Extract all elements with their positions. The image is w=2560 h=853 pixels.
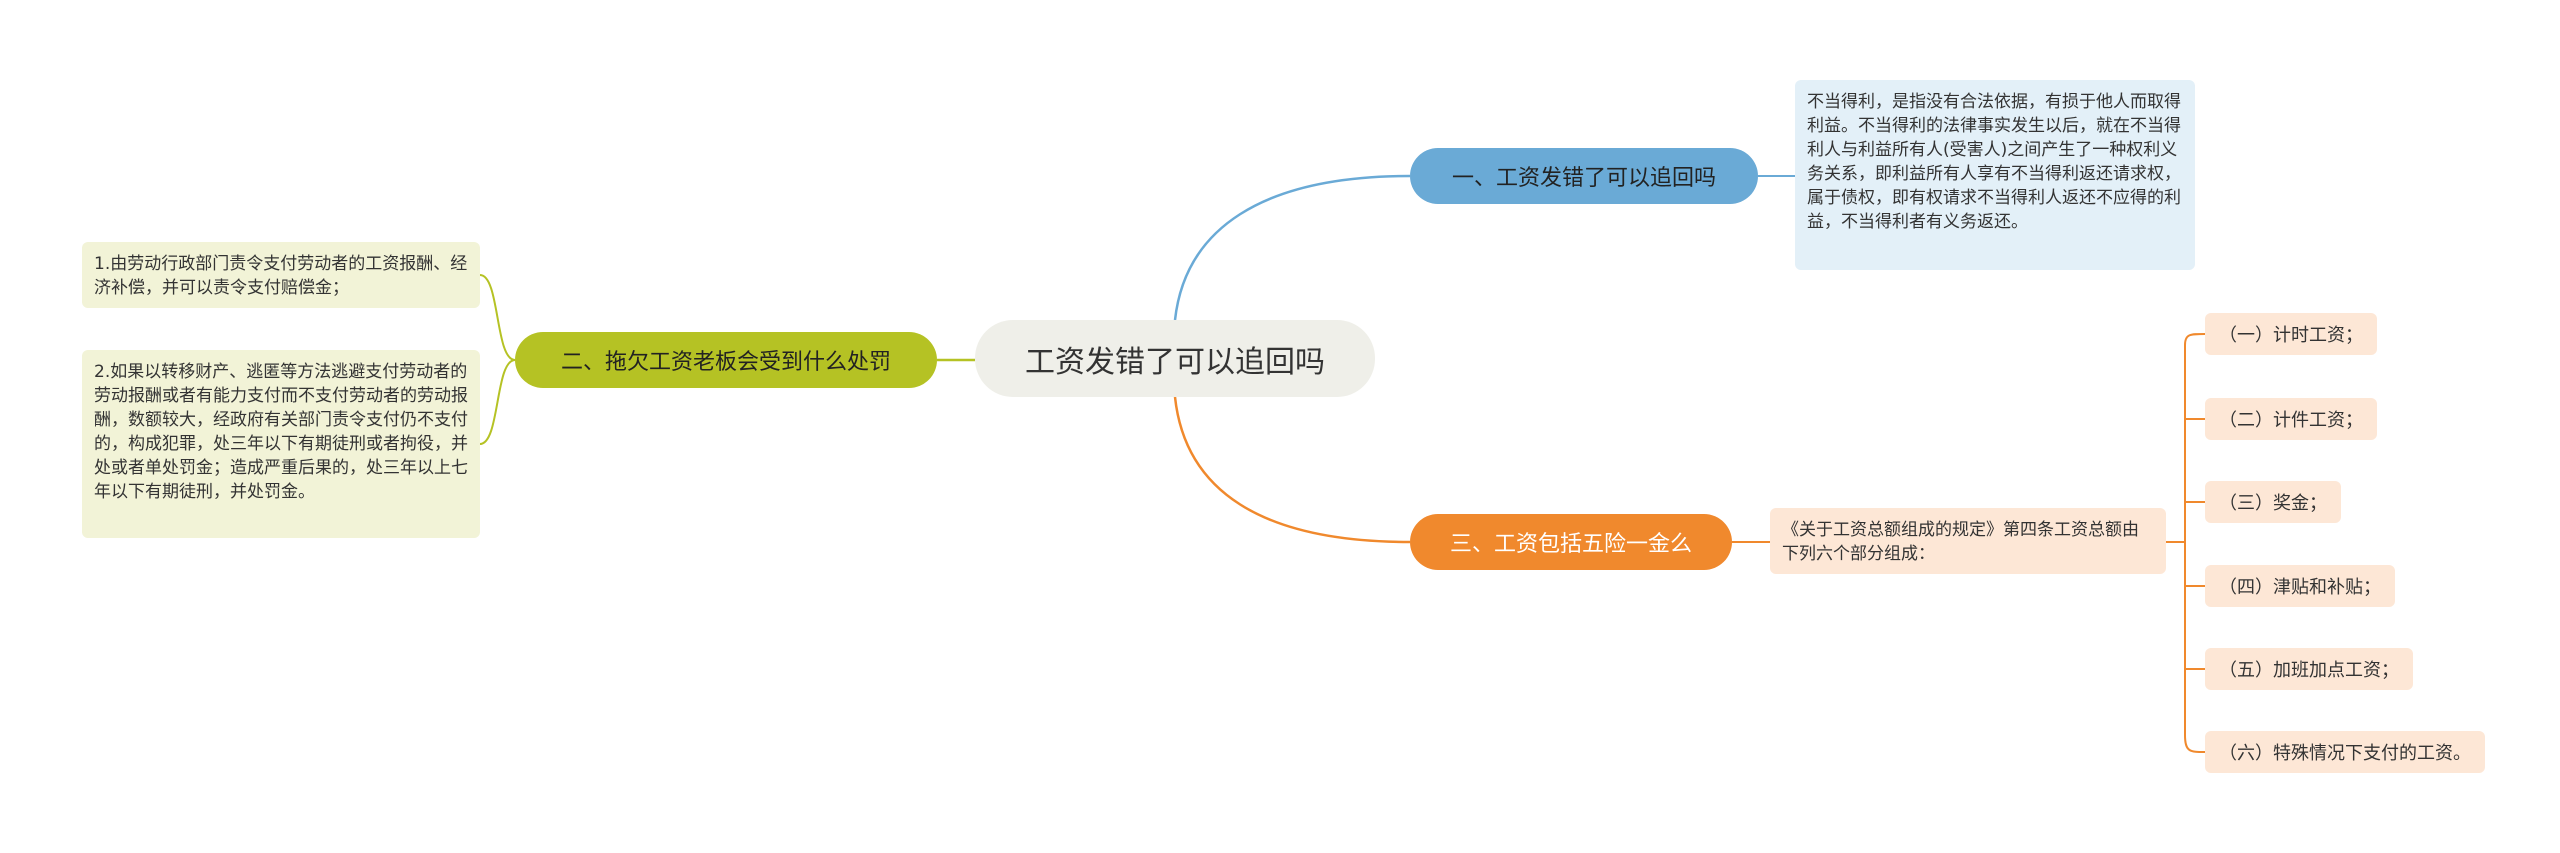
branch-topic-2[interactable]: 二、拖欠工资老板会受到什么处罚 <box>515 332 937 388</box>
link-b2-leaf1 <box>479 274 516 361</box>
wage-item-5[interactable]: （五）加班加点工资； <box>2205 648 2413 690</box>
root-topic-label: 工资发错了可以追回吗 <box>1025 344 1325 380</box>
branch-topic-3[interactable]: 三、工资包括五险一金么 <box>1410 514 1732 570</box>
wage-item-4[interactable]: （四）津贴和补贴； <box>2205 565 2395 607</box>
wage-item-2[interactable]: （二）计件工资； <box>2205 398 2377 440</box>
branch-topic-1[interactable]: 一、工资发错了可以追回吗 <box>1410 148 1758 204</box>
branch-topic-3-label: 三、工资包括五险一金么 <box>1449 532 1692 557</box>
wage-item-6-label: （六）特殊情况下支付的工资。 <box>2219 743 2471 764</box>
branch-3-leaf-text: 《关于工资总额组成的规定》第四条工资总额由下列六个部分组成： <box>1782 520 2139 564</box>
branch-1-leaf-text: 不当得利，是指没有合法依据，有损于他人而取得利益。不当得利的法律事实发生以后，就… <box>1807 92 2181 232</box>
branch-2-leaf-2-text: 2.如果以转移财产、逃匿等方法逃避支付劳动者的劳动报酬或者有能力支付而不支付劳动… <box>94 362 468 502</box>
root-topic[interactable]: 工资发错了可以追回吗 <box>975 320 1375 397</box>
link-root-b3 <box>1173 396 1411 544</box>
wage-item-1-label: （一）计时工资； <box>2219 325 2363 346</box>
branch-3-leaf[interactable]: 《关于工资总额组成的规定》第四条工资总额由下列六个部分组成： <box>1770 508 2166 574</box>
branch-2-leaf-1[interactable]: 1.由劳动行政部门责令支付劳动者的工资报酬、经济补偿，并可以责令支付赔偿金； <box>82 242 480 308</box>
wage-item-2-label: （二）计件工资； <box>2219 410 2363 431</box>
branch-2-leaf-2[interactable]: 2.如果以转移财产、逃匿等方法逃避支付劳动者的劳动报酬或者有能力支付而不支付劳动… <box>82 350 480 538</box>
wage-item-4-label: （四）津贴和补贴； <box>2219 577 2381 598</box>
branch-1-leaf[interactable]: 不当得利，是指没有合法依据，有损于他人而取得利益。不当得利的法律事实发生以后，就… <box>1795 80 2195 270</box>
wage-item-1[interactable]: （一）计时工资； <box>2205 313 2377 355</box>
link-root-b1 <box>1173 174 1411 321</box>
wage-item-5-label: （五）加班加点工资； <box>2219 660 2399 681</box>
wage-item-3[interactable]: （三）奖金； <box>2205 481 2341 523</box>
branch-topic-2-label: 二、拖欠工资老板会受到什么处罚 <box>560 350 891 375</box>
branch-2-leaf-1-text: 1.由劳动行政部门责令支付劳动者的工资报酬、经济补偿，并可以责令支付赔偿金； <box>94 254 468 298</box>
wage-item-6[interactable]: （六）特殊情况下支付的工资。 <box>2205 731 2485 773</box>
branch-topic-1-label: 一、工资发错了可以追回吗 <box>1451 166 1716 191</box>
wage-item-3-label: （三）奖金； <box>2219 493 2327 514</box>
link-b2-leaf2 <box>479 359 516 445</box>
